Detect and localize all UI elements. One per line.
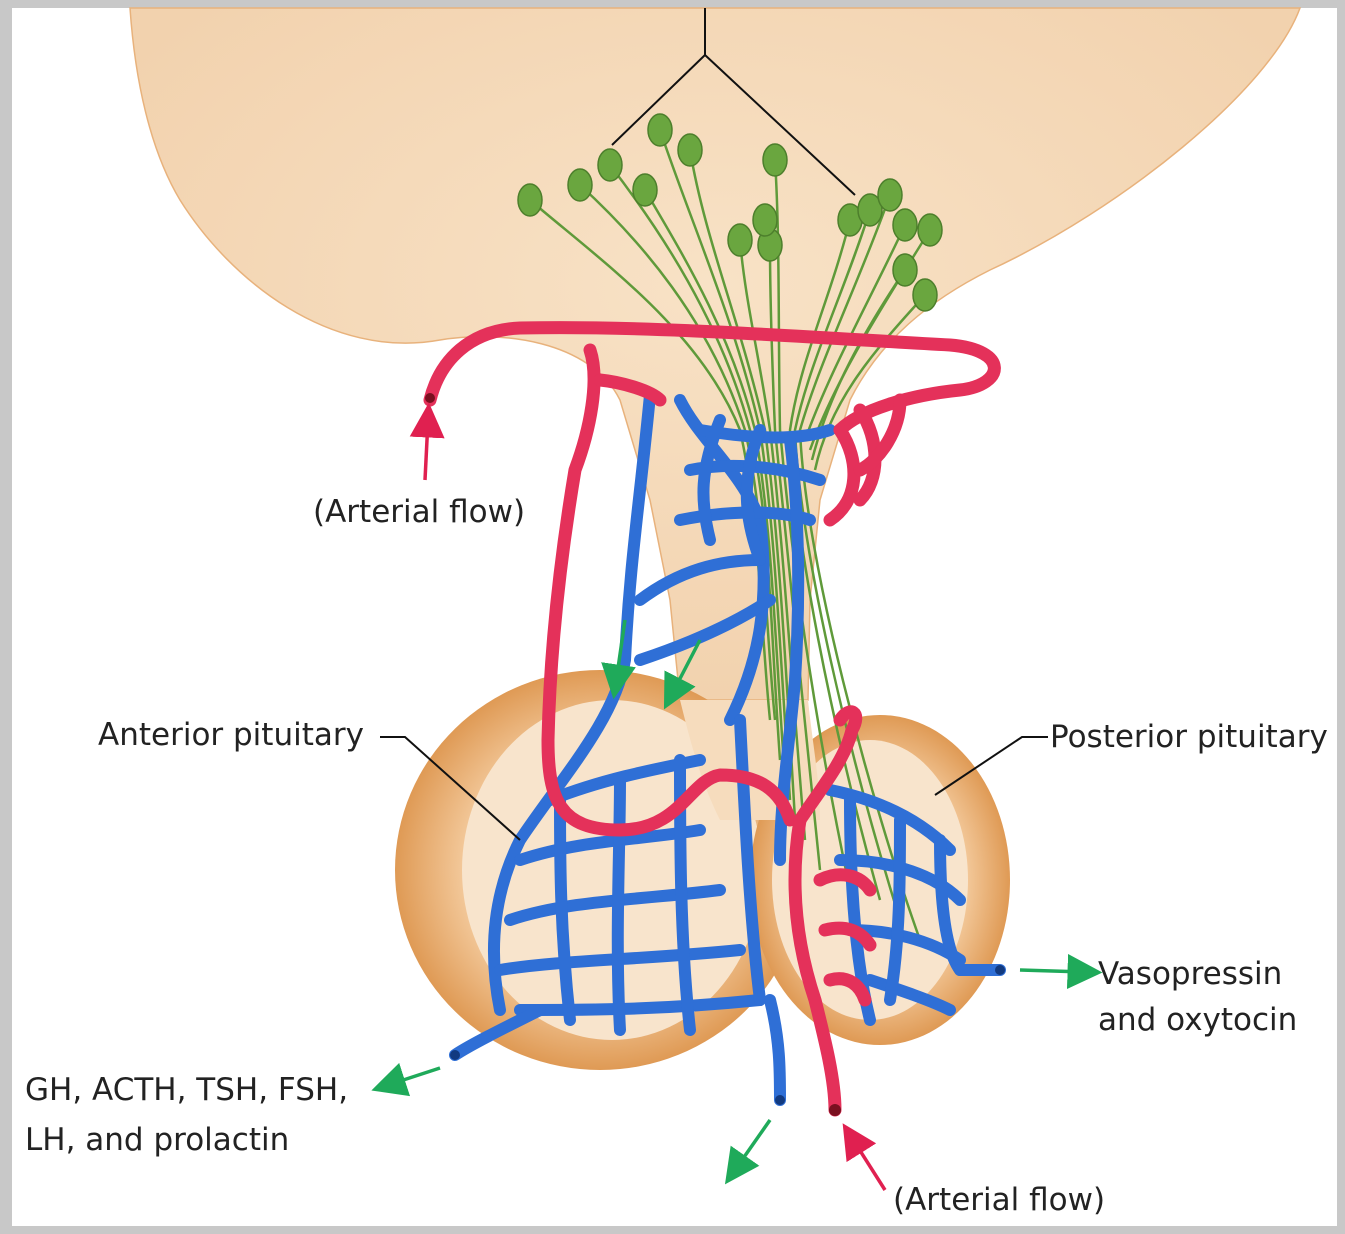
arterial-flow-upper-label: (Arterial flow) [313,494,525,530]
anterior-hormones-label-line1: GH, ACTH, TSH, FSH, [25,1072,348,1108]
posterior-hormone-arrow [1020,970,1085,972]
vasopressin-label-line2: and oxytocin [1098,1002,1297,1038]
arterial-flow-lower-label: (Arterial flow) [893,1182,1105,1218]
lower-vein-opening [775,1095,785,1105]
anterior-pituitary-label: Anterior pituitary [98,717,364,753]
lower-artery-opening [829,1104,841,1116]
anterior-hormones-label-line2: LH, and prolactin [25,1122,289,1158]
anterior-vein-opening [450,1050,460,1060]
vasopressin-label-line1: Vasopressin [1098,956,1282,992]
posterior-pituitary-label: Posterior pituitary [1050,719,1328,755]
posterior-vein-opening [995,965,1005,975]
upper-artery-opening [425,393,435,403]
